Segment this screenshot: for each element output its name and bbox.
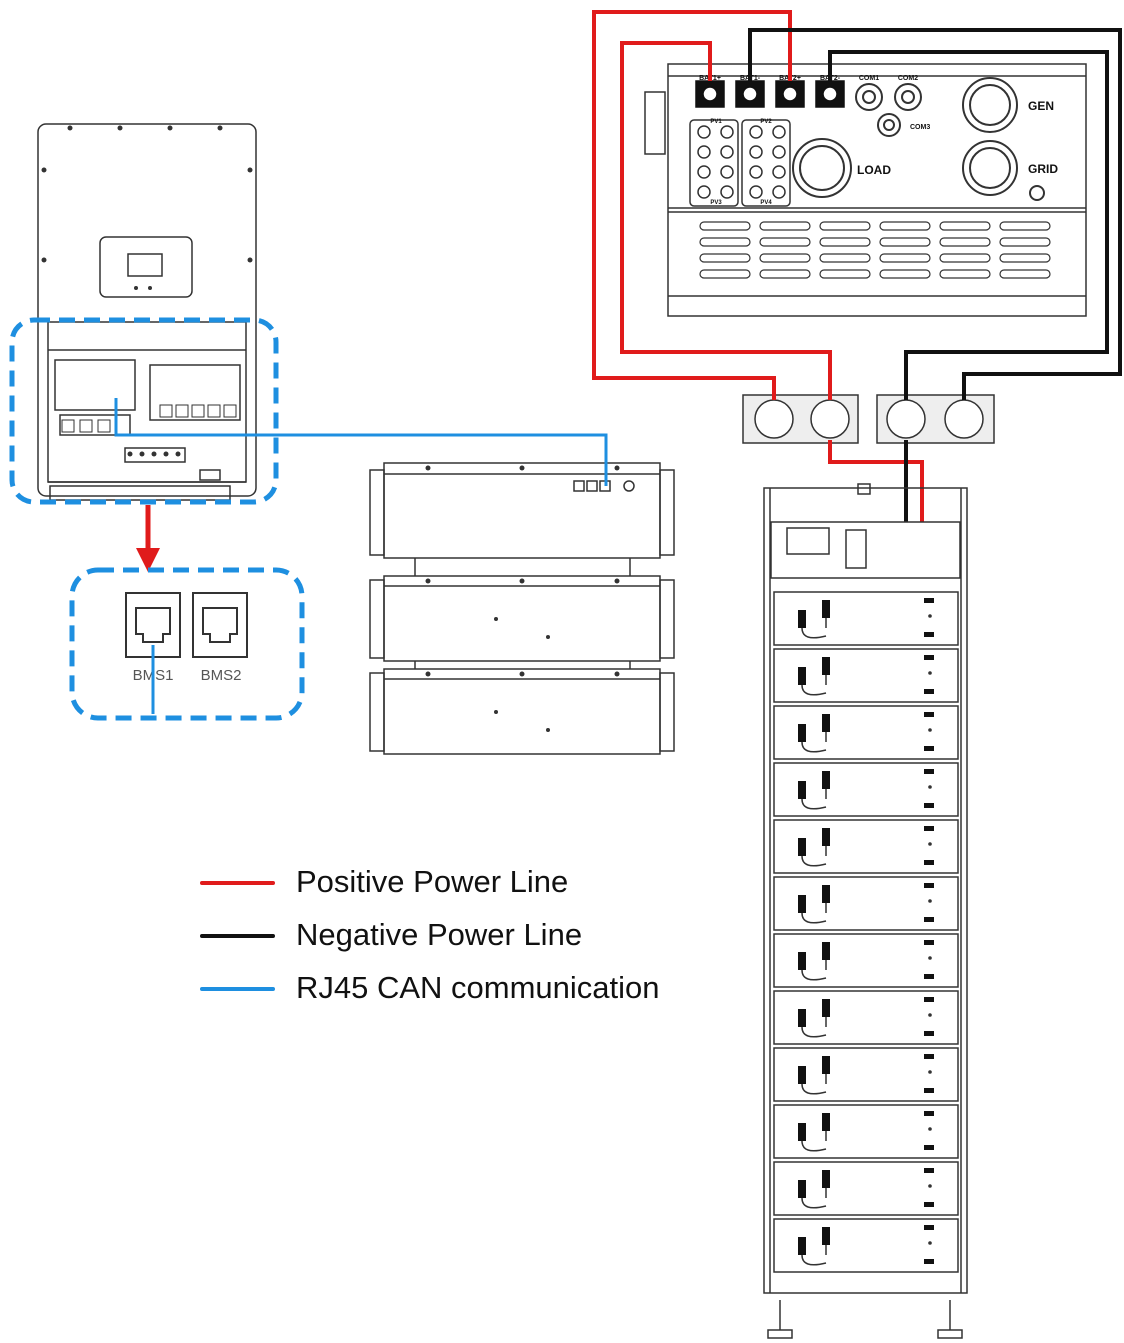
battery-module — [773, 819, 959, 874]
legend-swatch-negative — [200, 934, 275, 938]
load-label: LOAD — [857, 163, 891, 177]
legend-label-can: RJ45 CAN communication — [296, 970, 660, 1005]
battery-module — [773, 1047, 959, 1102]
legend-label-negative: Negative Power Line — [296, 917, 583, 952]
battery-module — [773, 933, 959, 988]
legend-label-positive: Positive Power Line — [296, 864, 569, 899]
positive-cables — [592, 10, 924, 525]
grid-label: GRID — [1028, 162, 1058, 176]
gen-label: GEN — [1028, 99, 1054, 113]
com2-label: COM2 — [898, 75, 918, 82]
hv-battery-box — [369, 462, 675, 755]
pv-connectors — [697, 125, 786, 199]
negative-cables — [748, 28, 1122, 525]
com1-label: COM1 — [859, 75, 879, 82]
battery-module — [773, 1218, 959, 1273]
battery-connectors — [695, 80, 845, 108]
battery-module — [773, 705, 959, 760]
pv4-label: PV4 — [760, 200, 772, 206]
pv1-label: PV1 — [710, 119, 722, 125]
battery-module — [773, 990, 959, 1045]
zoom-arrow — [136, 505, 160, 572]
connector-blocks — [742, 394, 995, 444]
battery-module — [773, 1104, 959, 1159]
can-cable — [114, 398, 608, 486]
battery-module — [773, 762, 959, 817]
battery-module — [773, 648, 959, 703]
inverter-terminal-row — [61, 404, 237, 433]
legend-swatch-can — [200, 987, 275, 991]
bms-highlight — [69, 567, 305, 721]
legend-swatch-positive — [200, 881, 275, 885]
inverter-highlight — [9, 317, 279, 505]
battery-rack — [763, 483, 968, 1339]
bms2-port[interactable] — [192, 592, 248, 658]
hv-box-bolts — [425, 465, 620, 732]
com3-label: COM3 — [910, 124, 930, 131]
comm-ports — [855, 83, 922, 137]
battery-module — [773, 1161, 959, 1216]
pv3-label: PV3 — [710, 200, 722, 206]
large-glands — [792, 77, 1045, 201]
inverter-unit — [37, 123, 257, 501]
vent-grille — [699, 221, 1051, 279]
battery-module — [773, 876, 959, 931]
bms2-label: BMS2 — [201, 667, 242, 684]
battery-module — [773, 591, 959, 646]
inverter-bolts — [41, 125, 253, 457]
pv2-label: PV2 — [760, 119, 772, 125]
battery-modules — [773, 591, 959, 1273]
